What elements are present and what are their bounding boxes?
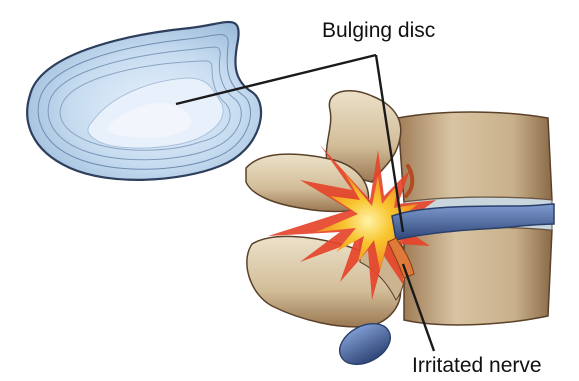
bulging-disc-label: Bulging disc [322,20,435,41]
disc-cross-section [27,22,261,180]
irritated-nerve-label: Irritated nerve [412,355,542,376]
